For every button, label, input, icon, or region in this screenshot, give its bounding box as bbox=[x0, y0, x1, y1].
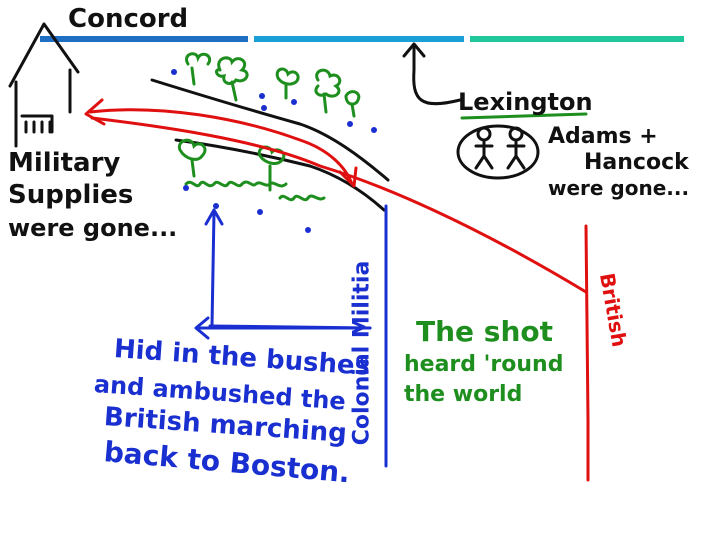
shot-heard-label: The shot heard 'round the world bbox=[404, 318, 563, 406]
bushes-bottom-icon bbox=[177, 138, 326, 202]
lexington-underline bbox=[460, 112, 588, 120]
ambush-label: Hid in the bushes and ambushed the Briti… bbox=[93, 334, 371, 489]
bushes-top-icon bbox=[185, 52, 361, 118]
adams-hancock-line-2: Hancock bbox=[584, 150, 689, 175]
military-supplies-line-3: were gone... bbox=[8, 214, 178, 242]
shot-heard-line-2: heard 'round bbox=[404, 352, 564, 377]
military-supplies-line-2: Supplies bbox=[8, 180, 134, 210]
lexington-label: Lexington bbox=[458, 88, 593, 116]
military-supplies-label: Military Supplies were gone... bbox=[8, 150, 177, 240]
militia-dots bbox=[171, 69, 377, 233]
adams-hancock-label: Adams + Hancock were gone... bbox=[548, 124, 690, 200]
lexington-arrow bbox=[402, 42, 462, 106]
concord-house-icon bbox=[8, 22, 80, 148]
header-bar-segment-2 bbox=[254, 36, 464, 42]
header-color-bar bbox=[0, 36, 720, 42]
militia-ambush-arrows bbox=[194, 204, 388, 468]
adams-hancock-figures-icon bbox=[456, 124, 540, 180]
header-bar-segment-1 bbox=[40, 36, 248, 42]
british-route-arrows bbox=[84, 98, 590, 482]
adams-hancock-line-1: Adams + bbox=[548, 124, 658, 149]
road-lines bbox=[150, 78, 390, 212]
adams-hancock-line-3: were gone... bbox=[548, 176, 690, 200]
military-supplies-line-1: Military bbox=[8, 148, 121, 178]
concord-label: Concord bbox=[68, 4, 189, 34]
shot-heard-line-3: the world bbox=[404, 382, 523, 407]
shot-heard-line-1: The shot bbox=[416, 315, 553, 348]
header-bar-segment-3 bbox=[470, 36, 684, 42]
